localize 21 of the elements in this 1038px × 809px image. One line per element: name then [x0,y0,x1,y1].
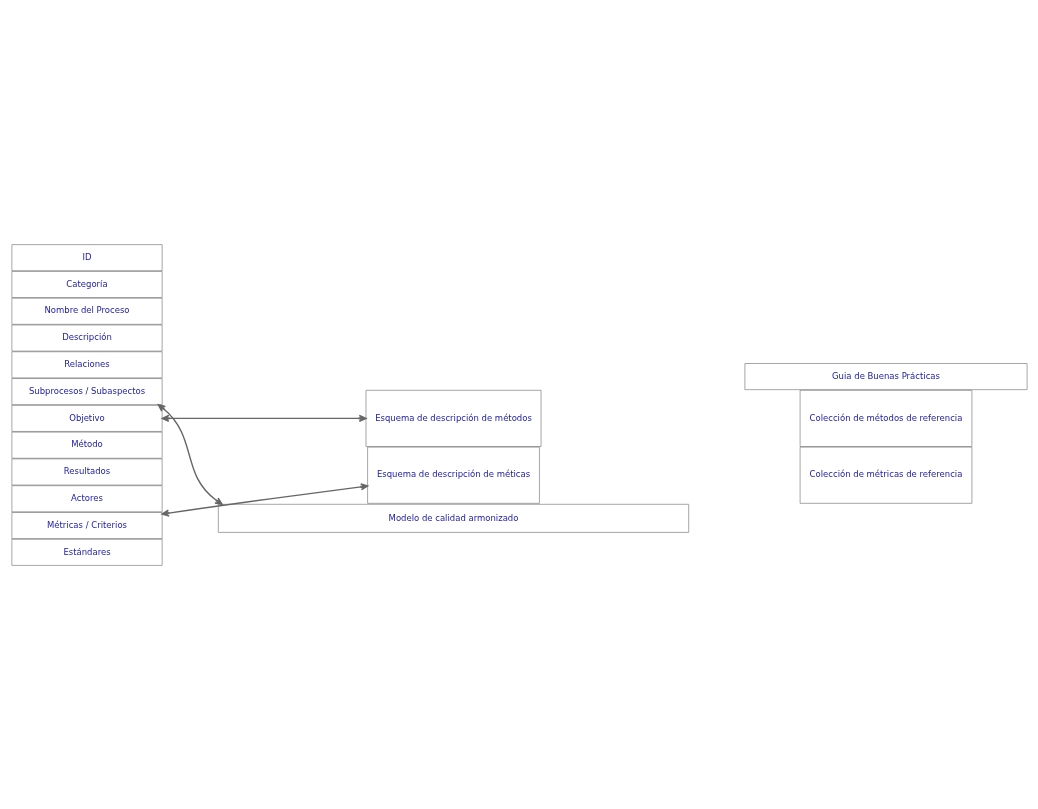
arrow [161,414,367,422]
node-box: Esquema de descripción de métodos [365,389,541,447]
node-box: Nombre del Proceso [11,297,162,325]
node-box: Método [11,431,162,459]
node-box: ID [11,243,162,271]
node-box: Guia de Buenas Prácticas [744,362,1027,390]
node-box: Modelo de calidad armonizado [217,503,689,533]
node-box: Métricas / Criterios [11,511,162,539]
node-box: Actores [11,484,162,512]
arrow [161,482,368,517]
node-box: Colección de métricas de referencia [799,446,972,504]
node-box: Descripción [11,324,162,351]
node-box: Relaciones [11,350,162,378]
node-box: Colección de métodos de referencia [799,389,972,447]
node-box: Objetivo [11,404,162,432]
node-box: Esquema de descripción de méticas [366,446,540,504]
arrow [157,403,223,505]
node-box: Categoría [11,270,162,298]
node-box: Subprocesos / Subaspectos [11,377,162,405]
node-box: Estándares [11,538,162,566]
node-box: Resultados [11,458,162,485]
